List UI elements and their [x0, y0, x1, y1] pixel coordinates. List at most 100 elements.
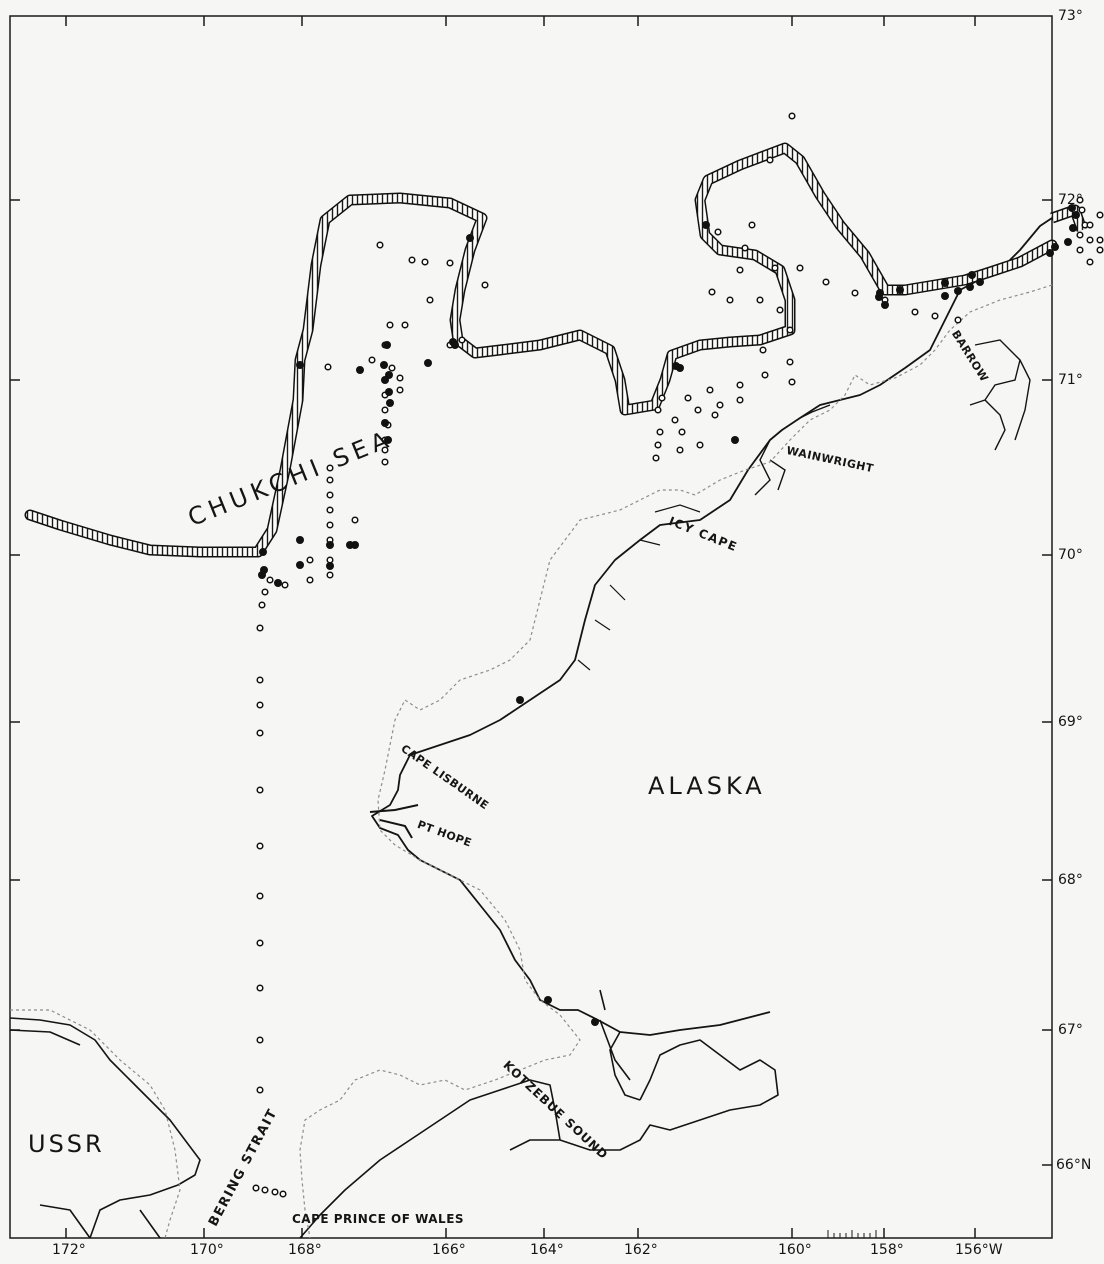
station-open-marker [256, 1036, 264, 1044]
station-filled-marker [976, 278, 984, 286]
station-open-marker [759, 346, 767, 354]
station-open-marker [658, 394, 666, 402]
station-open-marker [401, 321, 409, 329]
station-open-marker [788, 112, 796, 120]
station-open-marker [1076, 196, 1084, 204]
station-open-marker [1086, 236, 1094, 244]
station-open-marker [726, 296, 734, 304]
station-filled-marker [968, 271, 976, 279]
station-open-marker [426, 296, 434, 304]
station-open-marker [256, 729, 264, 737]
station-filled-marker [1069, 224, 1077, 232]
station-filled-marker [876, 289, 884, 297]
station-filled-marker [384, 436, 392, 444]
station-open-marker [1096, 236, 1104, 244]
station-open-marker [1096, 211, 1104, 219]
station-open-marker [741, 244, 749, 252]
station-open-marker [326, 491, 334, 499]
ice-edge-band-outer [24, 142, 1058, 558]
station-filled-marker [941, 292, 949, 300]
station-filled-marker [1051, 243, 1059, 251]
station-open-marker [766, 156, 774, 164]
station-open-marker [256, 624, 264, 632]
station-filled-marker [381, 376, 389, 384]
station-open-marker [1086, 258, 1094, 266]
station-open-marker [256, 892, 264, 900]
station-open-marker [261, 588, 269, 596]
station-open-marker [261, 1186, 269, 1194]
station-open-marker [711, 411, 719, 419]
station-open-marker [736, 381, 744, 389]
station-open-marker [654, 441, 662, 449]
alaska-coastline [371, 217, 1053, 1036]
station-open-marker [776, 306, 784, 314]
station-open-marker [396, 386, 404, 394]
lon-tick-158: 158° [870, 1242, 904, 1258]
station-open-marker [706, 386, 714, 394]
lat-tick-71: 71° [1058, 372, 1083, 388]
station-filled-marker [326, 541, 334, 549]
station-filled-marker [966, 283, 974, 291]
station-filled-marker [941, 279, 949, 287]
barrow-lagoons [969, 339, 1031, 451]
open-stations [252, 112, 1104, 1198]
station-open-marker [279, 1190, 287, 1198]
lon-tick-160: 160° [778, 1242, 812, 1258]
station-open-marker [678, 428, 686, 436]
station-filled-marker [385, 388, 393, 396]
station-open-marker [756, 296, 764, 304]
station-open-marker [306, 576, 314, 584]
ussr-coast [9, 1017, 201, 1239]
lon-tick-168: 168° [288, 1242, 322, 1258]
station-filled-marker [1068, 204, 1076, 212]
station-filled-marker [731, 436, 739, 444]
lat-tick-73: 73° [1058, 8, 1083, 24]
station-open-marker [281, 581, 289, 589]
station-filled-marker [702, 221, 710, 229]
station-open-marker [421, 258, 429, 266]
station-filled-marker [380, 361, 388, 369]
station-open-marker [256, 984, 264, 992]
station-open-marker [696, 441, 704, 449]
station-filled-marker [383, 341, 391, 349]
station-open-marker [326, 556, 334, 564]
station-open-marker [351, 516, 359, 524]
station-open-marker [481, 281, 489, 289]
station-open-marker [1086, 221, 1094, 229]
station-open-marker [1076, 246, 1084, 254]
station-filled-marker [351, 541, 359, 549]
station-open-marker [256, 1086, 264, 1094]
station-open-marker [408, 256, 416, 264]
station-filled-marker [591, 1018, 599, 1026]
station-open-marker [708, 288, 716, 296]
station-open-marker [656, 428, 664, 436]
filled-stations [258, 204, 1080, 1026]
station-filled-marker [296, 536, 304, 544]
kotzebue-coast [299, 989, 779, 1239]
station-open-marker [694, 406, 702, 414]
lat-tick-72: 72° [1058, 192, 1083, 208]
station-open-marker [271, 1188, 279, 1196]
station-open-marker [736, 396, 744, 404]
station-open-marker [381, 458, 389, 466]
station-open-marker [786, 358, 794, 366]
station-open-marker [258, 601, 266, 609]
station-open-marker [684, 394, 692, 402]
station-open-marker [306, 556, 314, 564]
label-ussr: USSR [28, 1130, 105, 1158]
station-open-marker [654, 406, 662, 414]
station-open-marker [381, 406, 389, 414]
station-open-marker [748, 221, 756, 229]
lon-tick-156: 156°W [955, 1242, 1003, 1258]
lat-tick-68: 68° [1058, 872, 1083, 888]
station-open-marker [652, 454, 660, 462]
station-open-marker [368, 356, 376, 364]
station-filled-marker [296, 561, 304, 569]
station-open-marker [386, 321, 394, 329]
lon-tick-162: 162° [624, 1242, 658, 1258]
station-open-marker [326, 506, 334, 514]
pt-hope-spit [369, 804, 419, 839]
station-filled-marker [356, 366, 364, 374]
station-open-marker [736, 266, 744, 274]
